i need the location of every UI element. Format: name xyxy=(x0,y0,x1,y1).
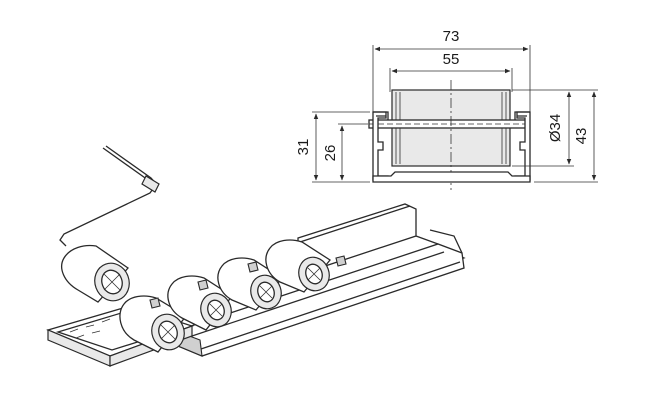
roller-4 xyxy=(265,239,331,293)
roller-diameter-label: Ø34 xyxy=(547,114,564,142)
roller-2 xyxy=(167,275,233,331)
isometric-assembly-view xyxy=(46,145,466,367)
roller-3 xyxy=(217,257,283,311)
axle-clips xyxy=(149,255,347,309)
overall-width-label: 73 xyxy=(443,28,460,45)
profile-height-label: 31 xyxy=(295,139,312,156)
inner-height-label: 26 xyxy=(322,145,339,162)
removal-hook xyxy=(59,145,160,247)
roller-1 xyxy=(119,295,187,353)
removed-roller xyxy=(61,244,130,303)
overall-height-label: 43 xyxy=(573,128,590,145)
cross-section-view: 73 55 31 26 Ø34 43 xyxy=(295,28,598,190)
inner-width-label: 55 xyxy=(443,51,460,68)
